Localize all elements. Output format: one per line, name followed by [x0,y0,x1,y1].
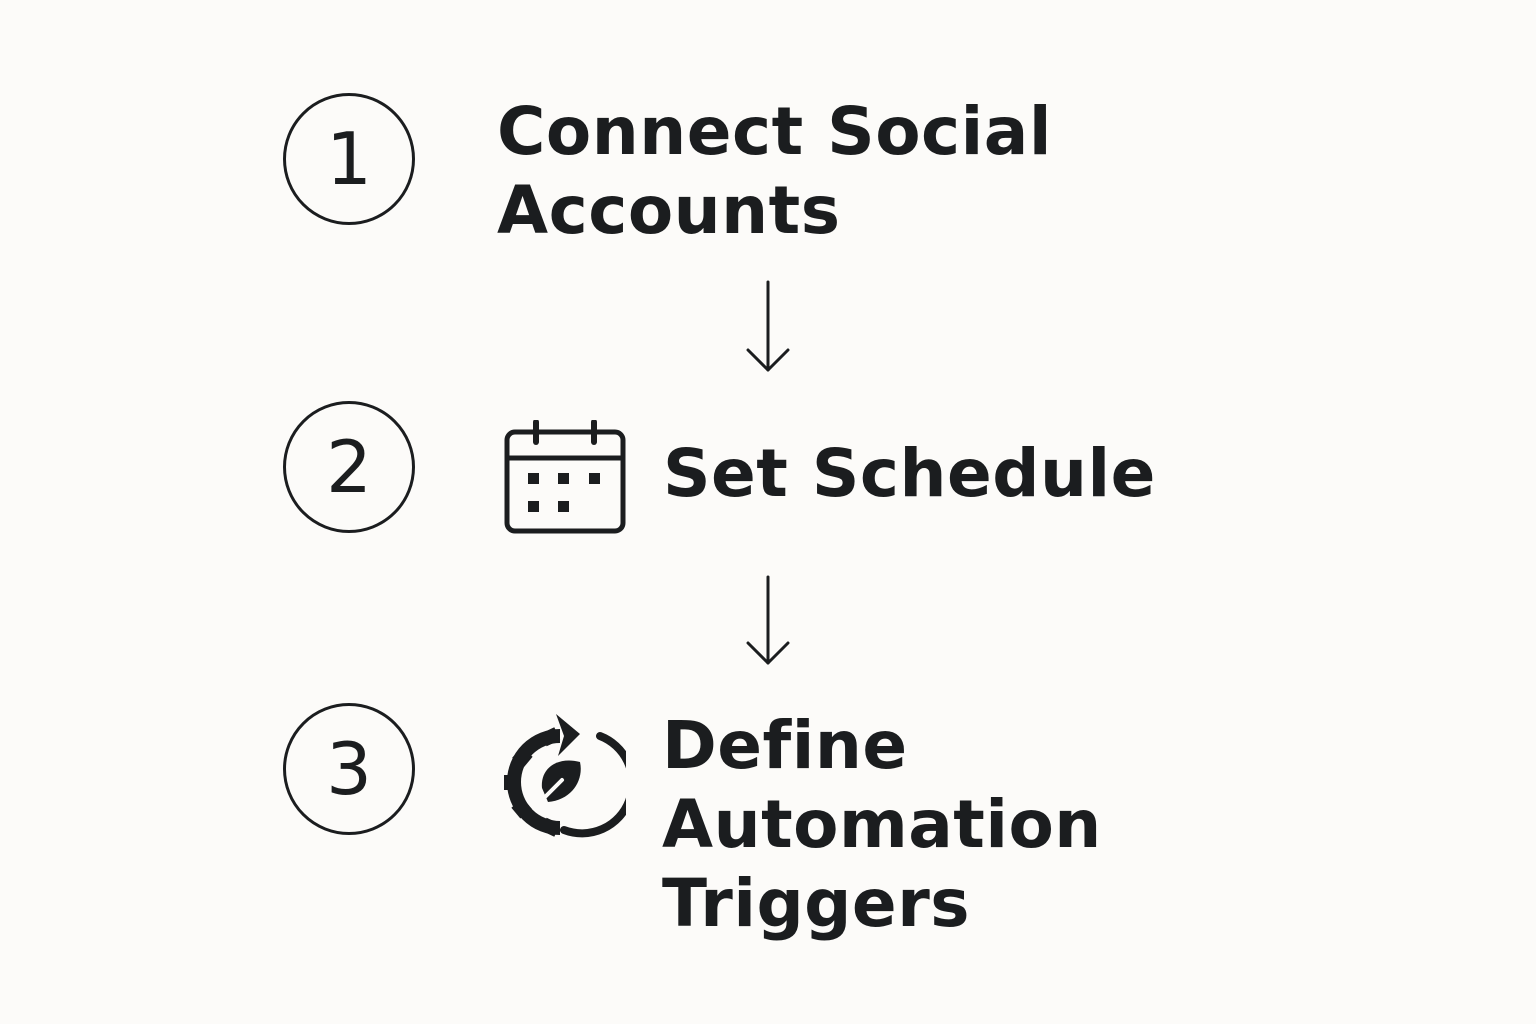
step-1-number: 1 [283,93,415,225]
step-2-title-line-1: Set Schedule [663,435,1156,512]
arrow-down-2 [746,575,790,665]
step-1-title-line-1: Connect Social [497,93,1052,170]
arrow-down-1 [746,280,790,372]
step-3-number: 3 [283,703,415,835]
calendar-icon [504,420,626,534]
step-1-title: Connect Social Accounts [497,92,1052,250]
step-1-title-line-2: Accounts [497,172,841,249]
gear-refresh-icon [504,714,626,838]
step-2-number-text: 2 [326,425,372,509]
step-3-title-line-3: Triggers [662,865,971,942]
step-2-number: 2 [283,401,415,533]
step-1-number-text: 1 [326,117,372,201]
step-3-title-line-2: Automation [662,786,1102,863]
step-2-title: Set Schedule [663,434,1156,513]
step-3-number-text: 3 [326,727,372,811]
step-3-title-line-1: Define [662,707,908,784]
step-3-title: Define Automation Triggers [662,706,1102,943]
